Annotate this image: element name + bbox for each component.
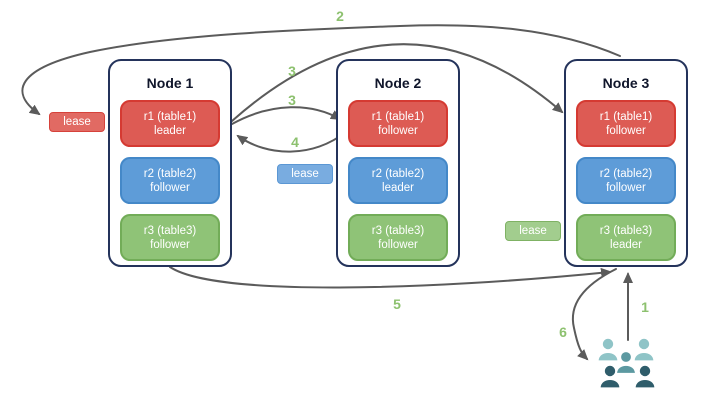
replica-node2-r3: r3 (table3) follower [348, 214, 448, 261]
arrow-step2-node3-to-lease1 [21, 24, 621, 116]
replica-role: follower [150, 181, 190, 194]
replica-name: r2 (table2) [143, 167, 197, 180]
replica-name: r1 (table1) [599, 110, 653, 123]
replica-node3-r1: r1 (table1) follower [576, 100, 676, 147]
replica-role: follower [378, 238, 418, 251]
arrow-step6-node3-to-users [571, 268, 617, 361]
replica-name: r1 (table1) [371, 110, 425, 123]
replica-node1-r3: r3 (table3) follower [120, 214, 220, 261]
step-number-3-upper: 3 [288, 63, 296, 79]
replica-name: r1 (table1) [143, 110, 197, 123]
replica-node2-r2: r2 (table2) leader [348, 157, 448, 204]
replica-name: r3 (table3) [599, 224, 653, 237]
step-number-5: 5 [393, 296, 401, 312]
replica-role: follower [606, 124, 646, 137]
replica-role: leader [154, 124, 186, 137]
replica-node1-r1: r1 (table1) leader [120, 100, 220, 147]
node-1-panel: Node 1 r1 (table1) leader r2 (table2) fo… [108, 59, 232, 267]
replica-name: r3 (table3) [371, 224, 425, 237]
arrow-step4-node2-to-node1 [236, 131, 347, 153]
step-number-1: 1 [641, 299, 649, 315]
users-group-icon [597, 337, 656, 389]
replica-role: follower [150, 238, 190, 251]
replica-name: r2 (table2) [371, 167, 425, 180]
arrow-step3-node1-to-node3 [231, 43, 564, 122]
node-3-title: Node 3 [602, 75, 650, 91]
node-3-panel: Node 3 r1 (table1) follower r2 (table2) … [564, 59, 688, 267]
step-number-2: 2 [336, 8, 344, 24]
step-number-6: 6 [559, 324, 567, 340]
replica-node3-r2: r2 (table2) follower [576, 157, 676, 204]
arrow-step5-node1-to-node3 [169, 266, 612, 289]
step-number-4: 4 [291, 134, 299, 150]
replica-node2-r1: r1 (table1) follower [348, 100, 448, 147]
lease-badge-table1: lease [49, 112, 105, 132]
node-2-panel: Node 2 r1 (table1) follower r2 (table2) … [336, 59, 460, 267]
replica-role: leader [382, 181, 414, 194]
node-1-title: Node 1 [146, 75, 194, 91]
replica-role: follower [606, 181, 646, 194]
node-2-title: Node 2 [374, 75, 422, 91]
replica-name: r2 (table2) [599, 167, 653, 180]
arrow-step3-node1-to-node2 [231, 106, 342, 125]
lease-badge-table3: lease [505, 221, 561, 241]
replica-name: r3 (table3) [143, 224, 197, 237]
step-number-3-lower: 3 [288, 92, 296, 108]
replica-role: leader [610, 238, 642, 251]
replica-node1-r2: r2 (table2) follower [120, 157, 220, 204]
replica-node3-r3: r3 (table3) leader [576, 214, 676, 261]
lease-badge-table2: lease [277, 164, 333, 184]
replica-role: follower [378, 124, 418, 137]
